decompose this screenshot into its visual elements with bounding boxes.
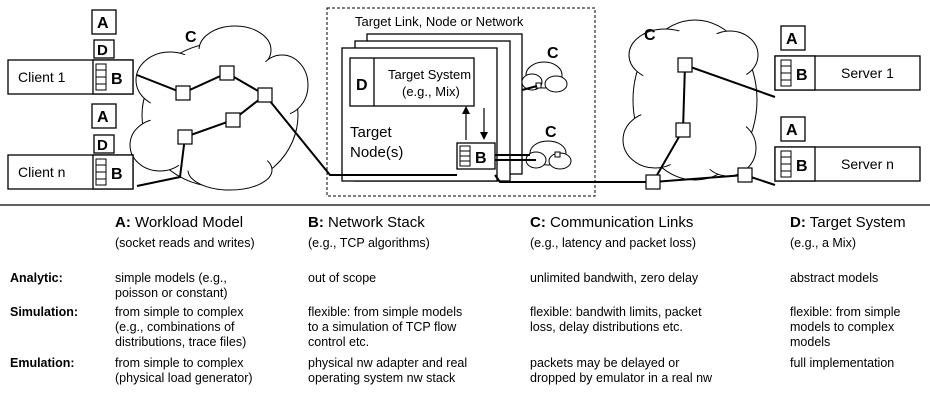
routers (175, 57, 753, 190)
target-node-label-1: Target (350, 124, 393, 141)
subheader-c: (e.g., latency and packet loss) (530, 236, 697, 250)
svg-text:B: B (475, 150, 487, 167)
svg-text:B: B (111, 71, 123, 88)
small-cloud-lower (525, 140, 572, 170)
letter-a-server-n: A (786, 122, 798, 139)
letter-d-target: D (356, 77, 368, 94)
svg-text:B: B (796, 67, 808, 84)
cell-emulation-d: full implementation (790, 356, 895, 370)
header-d: D: Target System (790, 214, 906, 231)
subheader-b: (e.g., TCP algorithms) (308, 236, 430, 250)
target-system-box (349, 57, 475, 107)
letter-c-small-upper: C (547, 45, 559, 62)
target-node-label-2: Node(s) (350, 144, 403, 161)
row-label-emulation: Emulation: (10, 356, 75, 370)
letter-c-right: C (644, 27, 656, 44)
client-n-label: Client n (18, 164, 65, 180)
header-c: C: Communication Links (530, 214, 694, 231)
small-cloud-upper (521, 61, 568, 93)
header-a: A: Workload Model (115, 214, 244, 231)
letter-d-client-n: D (97, 137, 108, 154)
cell-analytic-c: unlimited bandwith, zero delay (530, 271, 699, 285)
client-1-label: Client 1 (18, 69, 66, 85)
cell-simulation-a: from simple to complex(e.g., combination… (115, 305, 247, 349)
letter-c-small-lower: C (545, 124, 557, 141)
cell-analytic-a: simple models (e.g.,poisson or constant) (115, 271, 228, 300)
row-label-simulation: Simulation: (10, 305, 79, 319)
target-system-label: Target System (388, 67, 471, 82)
letter-c-left: C (185, 29, 197, 46)
target-system-example: (e.g., Mix) (402, 84, 460, 99)
row-label-analytic: Analytic: (10, 271, 63, 285)
svg-text:B: B (111, 166, 123, 183)
subheader-d: (e.g., a Mix) (790, 236, 856, 250)
cell-emulation-a: from simple to complex(physical load gen… (115, 356, 253, 385)
letter-a-client-n: A (97, 109, 109, 126)
server-1-label: Server 1 (841, 65, 894, 81)
subheader-a: (socket reads and writes) (115, 236, 255, 250)
cell-analytic-b: out of scope (308, 271, 377, 285)
svg-text:B: B (796, 158, 808, 175)
target-dashed-box (326, 7, 596, 197)
server-n-label: Server n (841, 156, 894, 172)
letter-a-server-1: A (786, 31, 798, 48)
letter-a-client-1: A (97, 15, 109, 32)
network-diagram: Target Link, Node or Network D Target Sy… (7, 7, 921, 197)
target-box-title: Target Link, Node or Network (355, 14, 524, 29)
header-b: B: Network Stack (308, 214, 425, 231)
letter-d-client-1: D (97, 42, 108, 59)
cell-analytic-d: abstract models (790, 271, 879, 285)
